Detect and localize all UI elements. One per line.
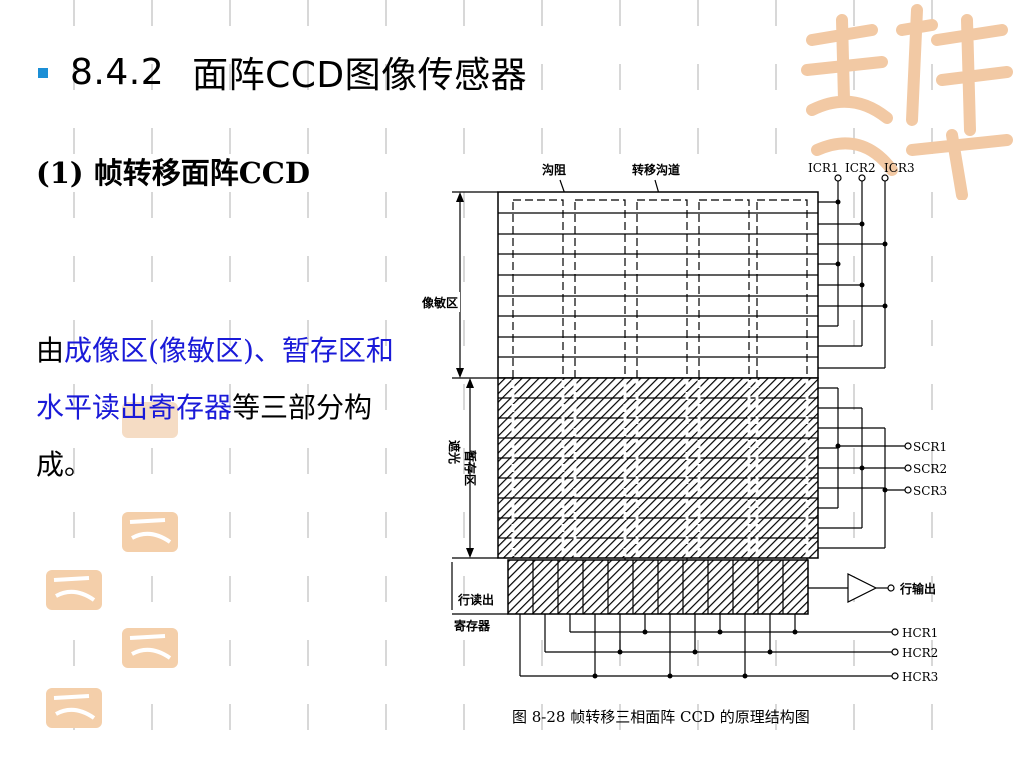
arrow-storage-top bbox=[466, 378, 474, 388]
label-hcr1: HCR1 bbox=[902, 626, 938, 640]
slide-title: 8.4.2 面阵CCD图像传感器 bbox=[38, 46, 527, 98]
title-bullet bbox=[38, 68, 48, 78]
arrow-imaging-top bbox=[456, 192, 464, 202]
scr-wiring bbox=[818, 387, 906, 549]
icr-terminals bbox=[834, 174, 889, 182]
seal-small-2 bbox=[122, 512, 178, 552]
imaging-label-bg bbox=[420, 292, 460, 312]
label-imaging-area: 像敏区 bbox=[422, 295, 458, 310]
scr-junctions bbox=[835, 443, 888, 493]
hcr-junctions bbox=[592, 629, 798, 679]
arrow-storage-bottom bbox=[466, 548, 474, 558]
body-text-tail: 等三部分构成。 bbox=[36, 391, 373, 481]
label-storage-area: 遮光 bbox=[447, 440, 462, 464]
label-icr3: ICR3 bbox=[884, 161, 915, 175]
label-hcr3: HCR3 bbox=[902, 670, 938, 684]
scr-terminals bbox=[904, 442, 912, 494]
arrow-imaging-bottom bbox=[456, 368, 464, 378]
seal-small-4 bbox=[122, 628, 178, 668]
label-icr1: ICR1 bbox=[808, 161, 839, 175]
svg-text:暂存区: 暂存区 bbox=[463, 450, 478, 486]
label-transfer-channel: 转移沟道 bbox=[632, 162, 680, 177]
title-text: 面阵CCD图像传感器 bbox=[192, 55, 528, 96]
seal-small-3 bbox=[46, 570, 102, 610]
label-scr1: SCR1 bbox=[913, 440, 947, 454]
body-text-lead: 由 bbox=[36, 334, 65, 367]
seal-small-1 bbox=[122, 402, 178, 438]
section-subtitle: (1) 帧转移面阵CCD bbox=[36, 156, 311, 190]
label-channel-stop: 沟阻 bbox=[542, 162, 566, 177]
label-row-readout: 行读出 bbox=[457, 592, 494, 607]
label-scr2: SCR2 bbox=[913, 462, 947, 476]
readout-register bbox=[507, 559, 809, 615]
output-amplifier bbox=[808, 573, 895, 603]
label-storage-area-2: 暂存区 bbox=[463, 450, 478, 486]
hcr-wiring bbox=[519, 614, 892, 677]
title-number: 8.4.2 bbox=[70, 51, 165, 93]
label-register: 寄存器 bbox=[454, 618, 491, 633]
seal-logo-large bbox=[801, 4, 1013, 200]
icr-junctions bbox=[835, 199, 888, 309]
body-link-text[interactable]: 成像区(像敏区)、暂存区和水平读出寄存器 bbox=[36, 334, 394, 424]
hcr-terminals bbox=[891, 628, 899, 680]
label-hcr2: HCR2 bbox=[902, 646, 938, 660]
seal-small-5 bbox=[46, 688, 102, 728]
icr-wiring bbox=[818, 180, 886, 369]
imaging-area bbox=[497, 191, 819, 606]
body-paragraph: 由成像区(像敏区)、暂存区和水平读出寄存器等三部分构成。 bbox=[36, 322, 416, 493]
label-row-output: 行输出 bbox=[899, 581, 936, 596]
storage-area bbox=[497, 377, 819, 559]
ccd-structure-diagram: 沟阻 转移沟道 ICR1 ICR2 ICR3 bbox=[420, 161, 947, 684]
label-icr2: ICR2 bbox=[845, 161, 876, 175]
figure-caption: 图 8-28 帧转移三相面阵 CCD 的原理结构图 bbox=[512, 708, 810, 726]
dimension-markers bbox=[451, 191, 508, 615]
label-scr3: SCR3 bbox=[913, 484, 947, 498]
svg-text:遮光: 遮光 bbox=[447, 440, 462, 464]
